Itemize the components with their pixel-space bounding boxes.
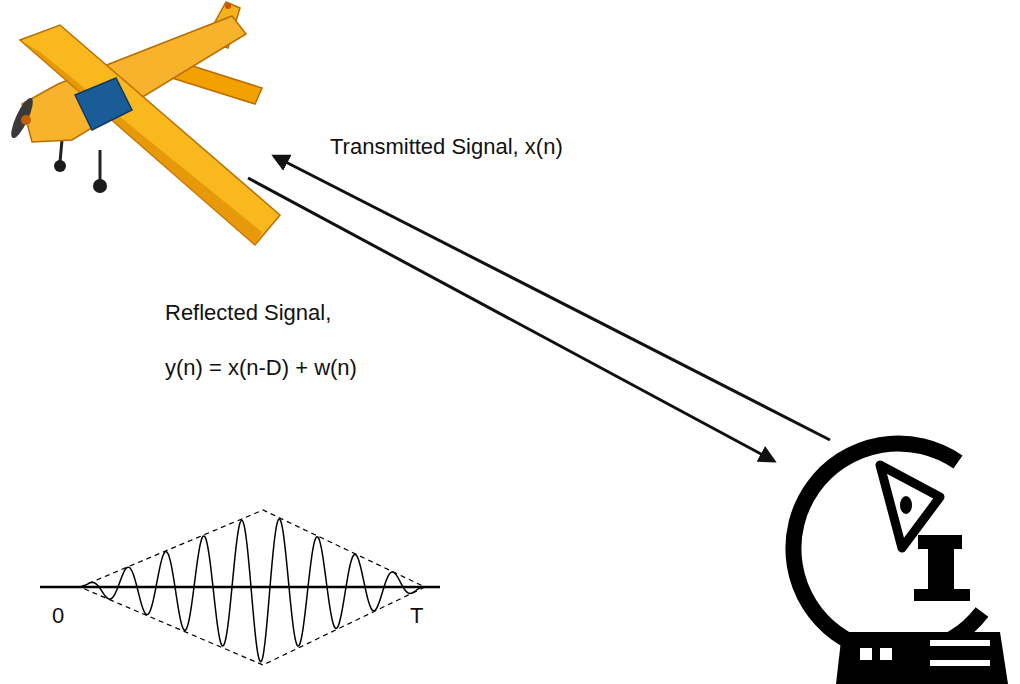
equation-label: y(n) = x(n-D) + w(n) <box>165 355 357 381</box>
airplane-illustration <box>7 2 280 245</box>
radar-dish-icon <box>793 443 1008 684</box>
signal-label: Transmitted Signal, x(n) <box>330 134 563 160</box>
axis-label: 0 <box>52 603 64 629</box>
transmitted-arrow <box>274 156 830 440</box>
pulse-waveform <box>40 510 440 665</box>
signal-label: Reflected Signal, <box>165 300 331 326</box>
axis-label: T <box>410 603 423 629</box>
